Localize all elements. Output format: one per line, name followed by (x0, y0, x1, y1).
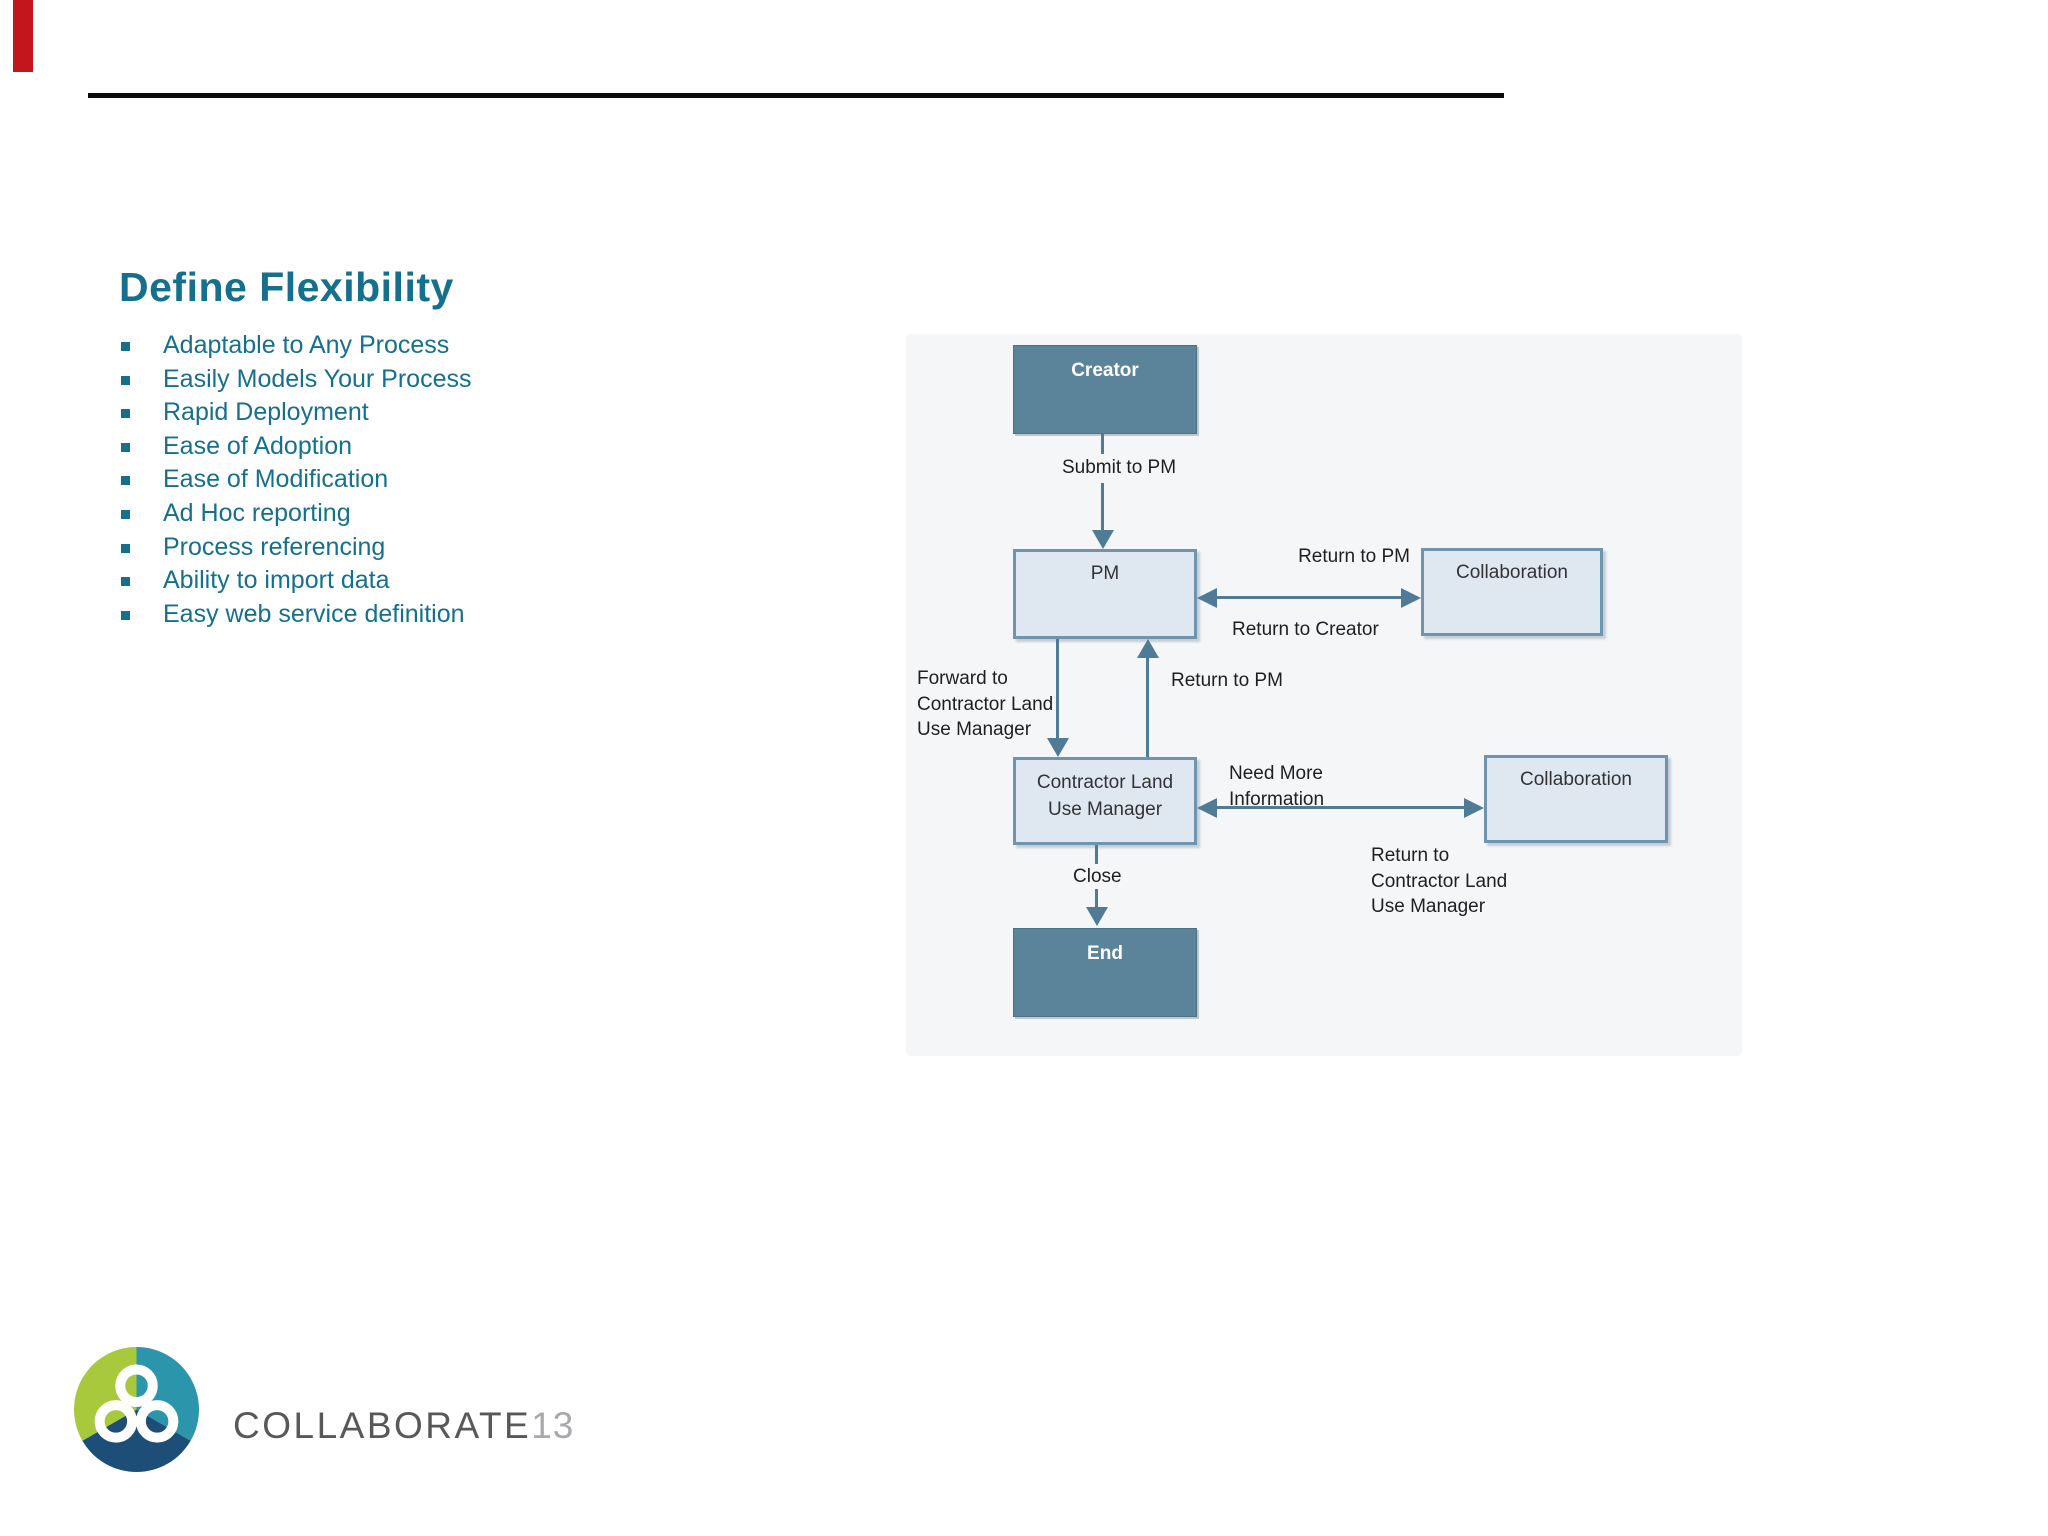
bullet-label: Ability to import data (163, 566, 390, 595)
edge-label-return-to-pm-top: Return to PM (1298, 546, 1410, 567)
bullet-item: Adaptable to Any Process (119, 329, 471, 363)
bullet-square-icon (121, 476, 130, 486)
bullet-square-icon (121, 577, 130, 587)
bullet-item: Rapid Deployment (119, 396, 471, 430)
red-accent-bar (13, 0, 33, 72)
arrow-contractor-to-end-line (1095, 845, 1098, 864)
bullet-label: Rapid Deployment (163, 398, 369, 427)
bullet-item: Process referencing (119, 531, 471, 565)
edge-label-return-to-pm-mid: Return to PM (1171, 670, 1283, 691)
arrow-pm-collaboration-line (1217, 596, 1403, 599)
bullet-square-icon (121, 610, 130, 620)
arrow-contractor-to-pm-line (1146, 658, 1149, 757)
bullet-label: Easily Models Your Process (163, 364, 472, 393)
bullet-square-icon (121, 543, 130, 553)
arrowhead-down-icon (1086, 907, 1108, 926)
bullet-label: Easy web service definition (163, 599, 465, 628)
bullet-item: Easily Models Your Process (119, 363, 471, 397)
node-end: End (1013, 928, 1197, 1017)
bullet-square-icon (121, 342, 130, 351)
arrow-contractor-collaboration-line (1217, 806, 1466, 809)
arrowhead-right-icon (1401, 588, 1421, 608)
bullet-item: Ad Hoc reporting (119, 497, 471, 531)
bullet-item: Ease of Adoption (119, 430, 471, 464)
collaborate-wordmark: COLLABORATE13 (233, 1405, 574, 1447)
edge-label-forward-to-contractor: Forward to Contractor Land Use Manager (917, 668, 1054, 740)
arrowhead-up-icon (1137, 639, 1159, 658)
bullet-square-icon (121, 375, 130, 385)
edge-label-submit-to-pm: Submit to PM (1062, 457, 1177, 478)
page-title: Define Flexibility (119, 264, 454, 310)
bullet-item: Easy web service definition (119, 598, 471, 632)
bullet-item: Ability to import data (119, 564, 471, 598)
bullet-label: Ease of Adoption (163, 431, 353, 460)
arrow-creator-to-pm-line (1101, 434, 1104, 454)
edge-label-return-to-creator: Return to Creator (1232, 619, 1379, 640)
bullet-square-icon (121, 509, 130, 519)
node-pm: PM (1013, 549, 1197, 639)
edge-label-return-to-contractor: Return to Contractor Land Use Manager (1371, 845, 1508, 917)
logo-year: 13 (531, 1405, 575, 1446)
bullet-item: Ease of Modification (119, 463, 471, 497)
bullet-list: Adaptable to Any Process Easily Models Y… (119, 329, 471, 631)
top-divider-rule (88, 93, 1504, 98)
node-creator: Creator (1013, 345, 1197, 434)
bullet-label: Adaptable to Any Process (163, 331, 450, 359)
edge-label-need-more-information: Need More Information (1229, 763, 1325, 810)
bullet-square-icon (121, 442, 130, 452)
arrow-pm-to-contractor-line (1056, 639, 1059, 739)
arrowhead-left-icon (1197, 588, 1217, 608)
logo-text: COLLABORATE (233, 1405, 532, 1446)
bullet-square-icon (121, 409, 130, 419)
node-contractor-land-use-manager: Contractor Land Use Manager (1013, 757, 1197, 845)
node-collaboration-top: Collaboration (1421, 548, 1603, 636)
bullet-label: Ease of Modification (163, 465, 389, 494)
edge-label-close: Close (1073, 866, 1122, 887)
collaborate-logo-icon (74, 1347, 199, 1472)
arrowhead-down-icon (1092, 530, 1114, 549)
arrowhead-down-icon (1047, 738, 1069, 757)
arrow-creator-to-pm-line (1101, 483, 1104, 532)
bullet-label: Ad Hoc reporting (163, 498, 351, 527)
bullet-label: Process referencing (163, 532, 386, 561)
arrowhead-right-icon (1464, 798, 1484, 818)
node-collaboration-bottom: Collaboration (1484, 755, 1668, 843)
arrow-contractor-to-end-line (1095, 889, 1098, 909)
arrowhead-left-icon (1197, 798, 1217, 818)
